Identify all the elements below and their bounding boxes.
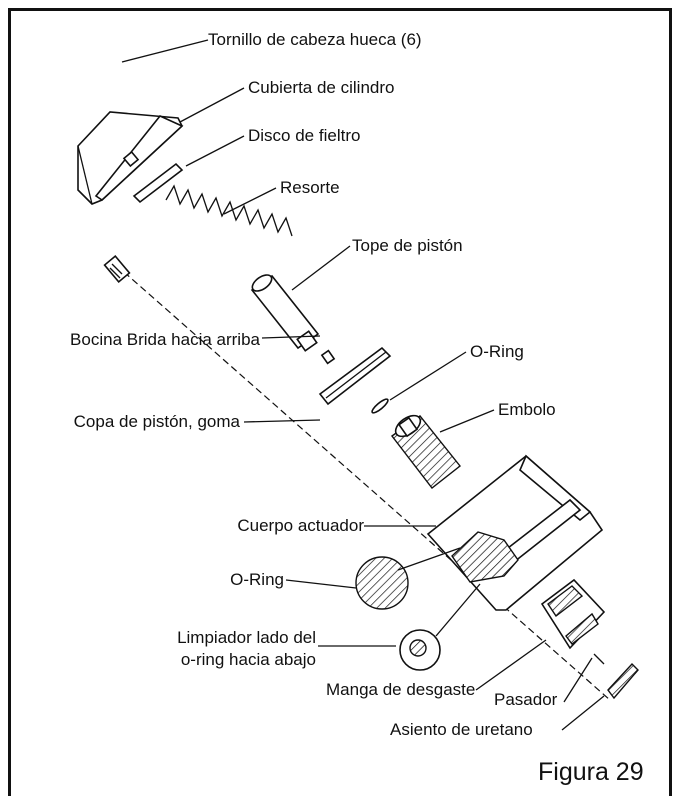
label-spring: Resorte (280, 178, 340, 197)
piston-stop-part (250, 274, 320, 352)
pin-part (593, 653, 605, 665)
label-felt-disc: Disco de fieltro (248, 126, 361, 145)
wear-sleeve-part (540, 578, 606, 650)
actuator-body-part (426, 454, 604, 611)
label-socket-screw: Tornillo de cabeza hueca (6) (208, 30, 422, 49)
label-piston-cup: Copa de pistón, goma (73, 412, 240, 431)
bushing-part (320, 349, 336, 365)
urethane-seat-part (607, 662, 639, 700)
socket-screw-part (103, 254, 131, 284)
spring-part (165, 184, 293, 237)
felt-disc-part (132, 162, 184, 204)
plunger-part (391, 414, 461, 489)
label-oring-detail: O-Ring (230, 570, 284, 589)
assembly-axis (123, 271, 611, 701)
cylinder-cover-part (77, 111, 184, 205)
label-cylinder-cover: Cubierta de cilindro (248, 78, 395, 97)
figure-caption: Figura 29 (538, 758, 644, 786)
label-wear-sleeve: Manga de desgaste (326, 680, 476, 699)
label-pin: Pasador (494, 690, 558, 709)
leader-lines (121, 39, 605, 731)
label-wiper-line1: Limpiador lado del (177, 628, 316, 647)
label-oring-top: O-Ring (470, 342, 524, 361)
label-piston-stop: Tope de pistón (352, 236, 463, 255)
label-actuator-body: Cuerpo actuador (237, 516, 364, 535)
label-bushing: Bocina Brida hacia arriba (70, 330, 260, 349)
label-plunger: Embolo (498, 400, 556, 419)
label-wiper-line2: o-ring hacia abajo (180, 650, 316, 669)
oring-detail-circle (355, 556, 409, 610)
label-urethane-seat: Asiento de uretano (390, 720, 533, 739)
oring-part (371, 398, 389, 414)
